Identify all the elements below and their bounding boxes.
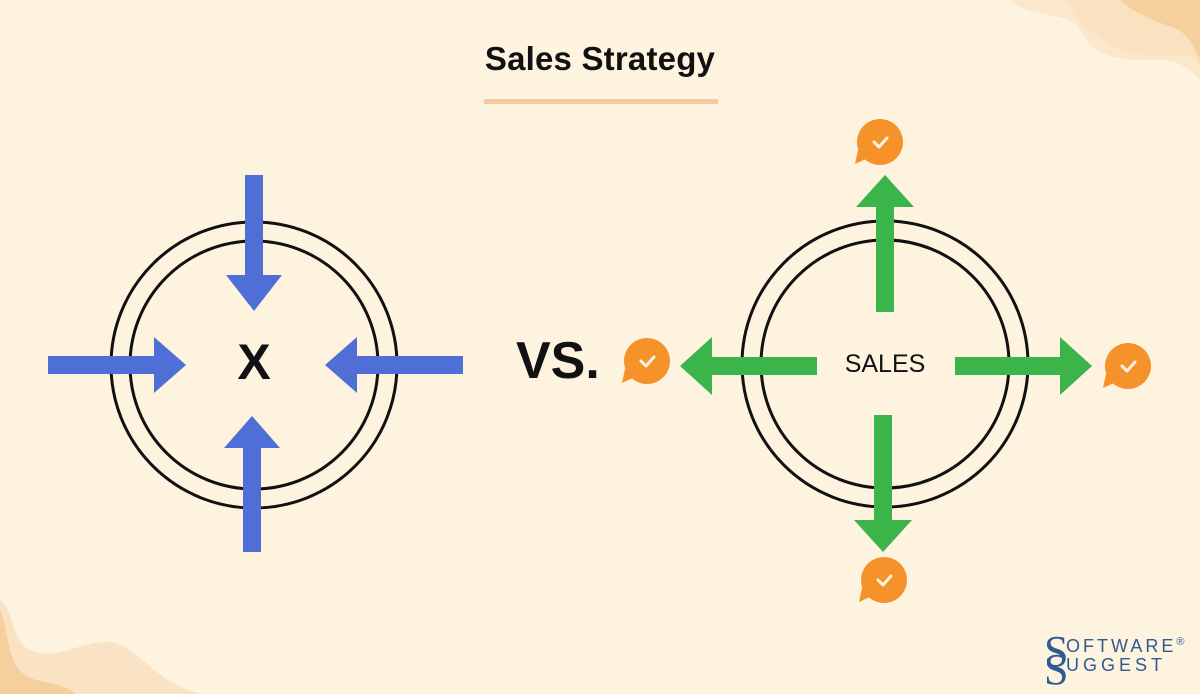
check-bubble-icon: [859, 557, 907, 603]
logo-line1-text: OFTWARE: [1066, 636, 1177, 656]
logo-line1: OFTWARE®: [1066, 636, 1184, 657]
logo-initial-top: S: [1044, 627, 1069, 676]
page-title: Sales Strategy: [484, 40, 716, 77]
left-center-label: X: [237, 334, 271, 390]
arrow-left-icon: [325, 337, 463, 393]
title-underline: [484, 99, 718, 104]
arrow-down-icon: [226, 175, 282, 311]
right-center-label: SALES: [844, 350, 926, 378]
check-bubble-icon: [622, 338, 670, 384]
arrow-left-icon: [680, 337, 817, 395]
logo-line2: UGGEST: [1066, 655, 1167, 675]
decor-wave-bottom-left: [0, 600, 200, 694]
arrow-down-icon: [854, 415, 912, 552]
arrow-up-icon: [856, 175, 914, 312]
logo-initial-bottom: S: [1044, 645, 1069, 694]
versus-label: VS.: [516, 332, 600, 390]
softwaresuggest-logo: S S OFTWARE® UGGEST: [1044, 627, 1184, 692]
outward-arrows: [680, 175, 1092, 552]
arrow-right-icon: [48, 337, 186, 393]
check-bubble-icon: [1103, 343, 1151, 389]
check-bubble-icon: [855, 119, 903, 165]
check-bubbles: [622, 119, 1151, 603]
arrow-right-icon: [955, 337, 1092, 395]
inward-arrows: [48, 175, 463, 552]
decor-wave-top-right: [1010, 0, 1200, 80]
registered-mark: ®: [1176, 636, 1185, 648]
arrow-up-icon: [224, 416, 280, 552]
